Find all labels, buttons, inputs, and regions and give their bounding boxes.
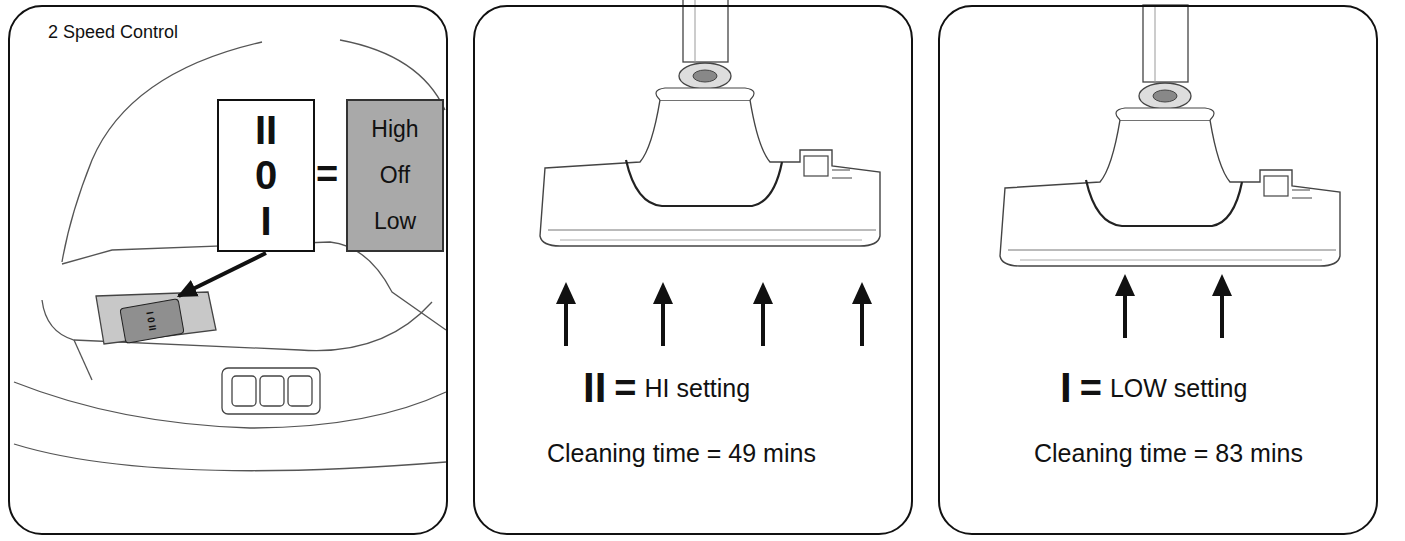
panel-text: Cleaning time = 49 mins bbox=[547, 441, 816, 466]
panel-text: LOW setting bbox=[1110, 376, 1248, 401]
panel-text: Cleaning time = 83 mins bbox=[1034, 441, 1303, 466]
box-text: Low bbox=[374, 210, 416, 233]
panel: 2 Speed ControlII 0I HighOffLow II 0 I bbox=[8, 5, 448, 535]
floor-nozzle bbox=[1000, 5, 1340, 266]
text-row: II= HI setting bbox=[583, 367, 750, 409]
text-row: I= LOW setting bbox=[1060, 367, 1247, 409]
suction-arrow bbox=[1115, 274, 1135, 338]
suction-arrow bbox=[653, 282, 673, 346]
suction-arrow bbox=[556, 282, 576, 346]
suction-arrow bbox=[753, 282, 773, 346]
box-text: I bbox=[260, 201, 271, 241]
equals-sign: = bbox=[316, 155, 338, 193]
panel: I= LOW settingCleaning time = 83 mins bbox=[938, 5, 1378, 535]
box-text: High bbox=[371, 118, 418, 141]
vacuum-body bbox=[14, 40, 446, 471]
suction-arrow bbox=[1212, 274, 1232, 338]
panel-text: I bbox=[1060, 367, 1072, 409]
panel-text: 2 Speed Control bbox=[48, 23, 178, 41]
panel-text: = bbox=[614, 369, 636, 407]
rocker-switch: II 0 I bbox=[119, 298, 184, 344]
pointer-arrow bbox=[179, 253, 266, 296]
floor-nozzle bbox=[540, 0, 880, 246]
symbol-box: II 0I bbox=[217, 99, 315, 252]
panel-text: = bbox=[1080, 369, 1102, 407]
panel-text: HI setting bbox=[645, 376, 751, 401]
box-text: 0 bbox=[255, 155, 277, 195]
box-text: II bbox=[255, 110, 277, 150]
meaning-box: HighOffLow bbox=[346, 99, 444, 252]
text-row: 2 Speed Control bbox=[48, 23, 178, 41]
box-text: Off bbox=[380, 164, 410, 187]
text-row: Cleaning time = 83 mins bbox=[1034, 441, 1303, 466]
panel: II= HI settingCleaning time = 49 mins bbox=[473, 5, 913, 535]
switch-text: II 0 I bbox=[145, 311, 158, 332]
text-row: Cleaning time = 49 mins bbox=[547, 441, 816, 466]
suction-arrow bbox=[852, 282, 872, 346]
panel-text: II bbox=[583, 367, 606, 409]
